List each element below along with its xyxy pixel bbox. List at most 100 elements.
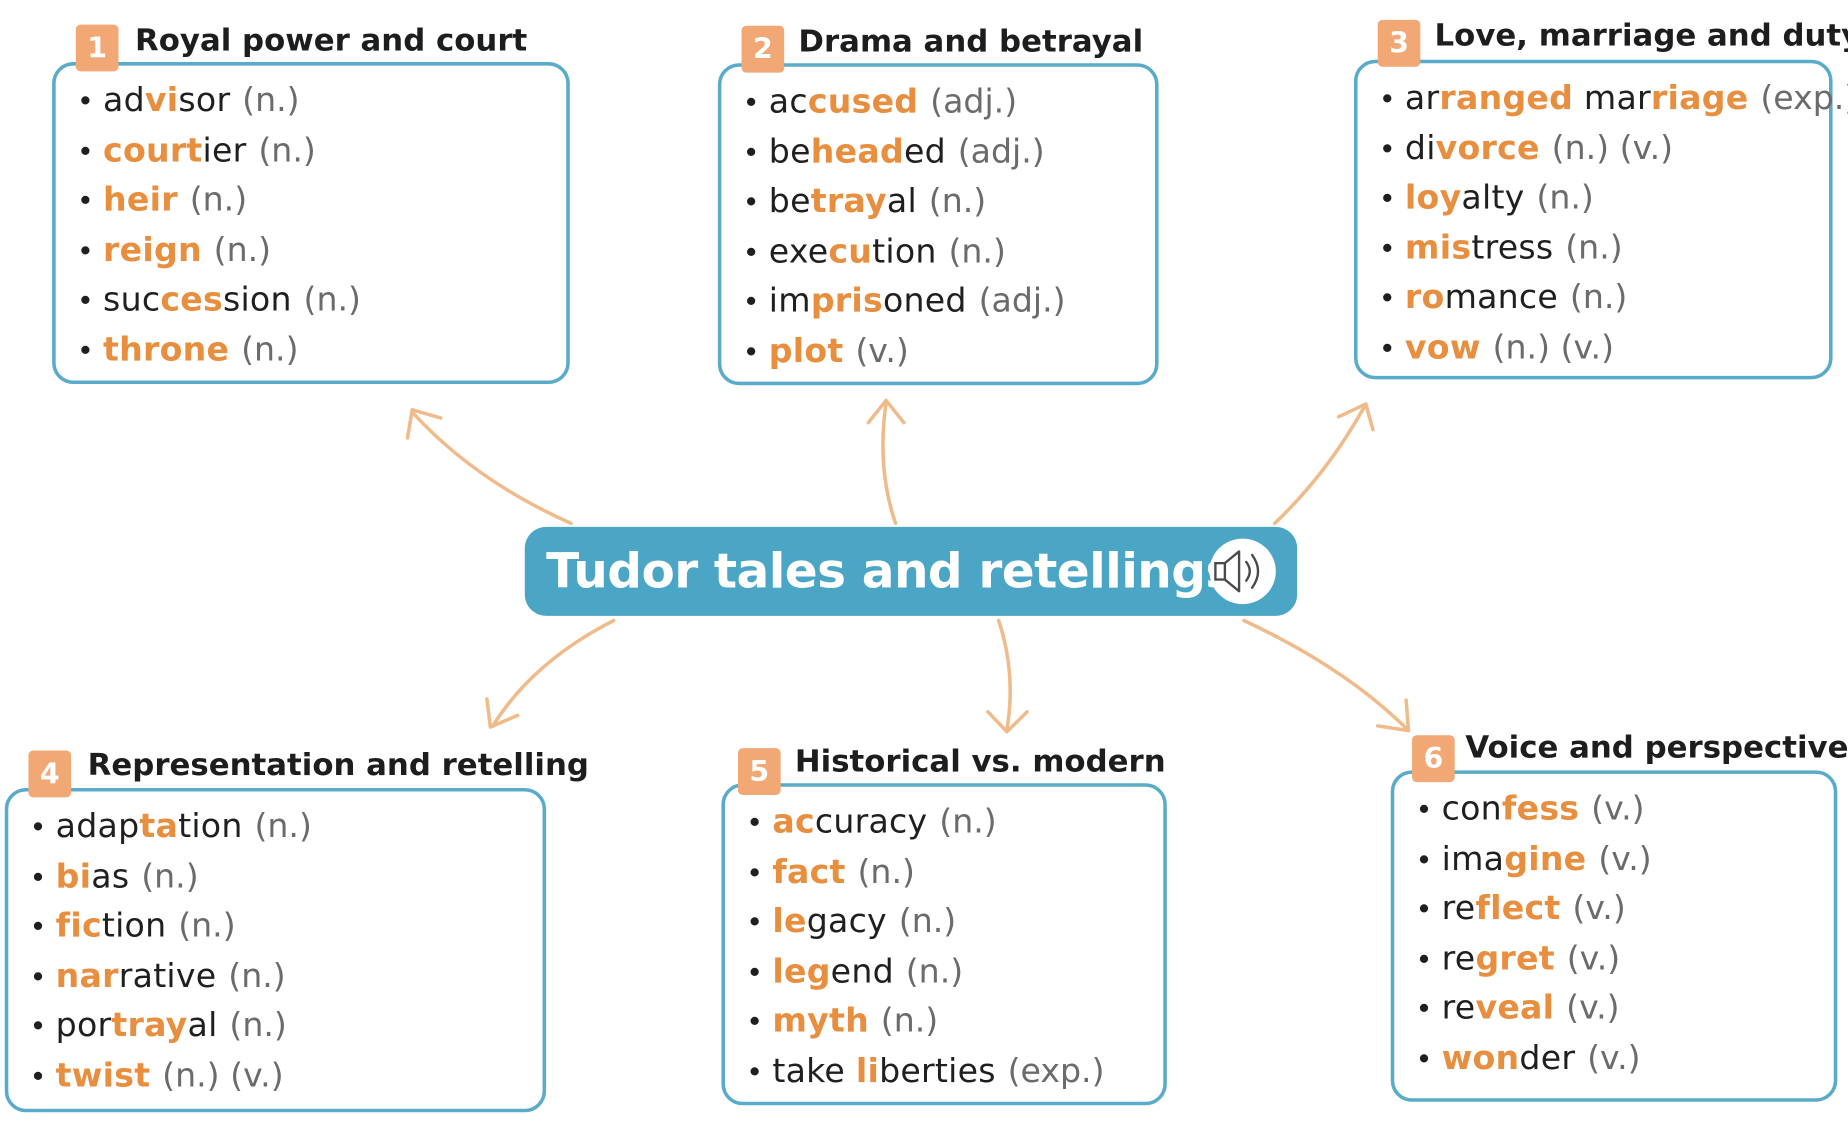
- word-part: mance: [1444, 277, 1559, 317]
- word-part: ad: [103, 80, 145, 120]
- vocab-word: fiction: [56, 903, 167, 950]
- play-audio-button[interactable]: [1209, 538, 1276, 605]
- part-of-speech: (n.): [254, 806, 312, 846]
- word-highlight: cused: [807, 81, 919, 121]
- category-header: 4 Representation and retelling: [5, 745, 589, 798]
- word-highlight: vow: [1404, 327, 1481, 367]
- arrow-to-category-3: [1272, 402, 1375, 526]
- word-part: ed: [903, 131, 946, 171]
- category-historical-vs-modern: 5 Historical vs. modern •accuracy(n.)•fa…: [721, 742, 1167, 1107]
- list-item: •twist(n.) (v.): [30, 1053, 312, 1103]
- bullet: •: [1378, 83, 1396, 116]
- list-item: •accuracy(n.): [746, 798, 1104, 848]
- list-item: •loyalty(n.): [1379, 175, 1848, 225]
- word-highlight: tray: [111, 1006, 188, 1045]
- part-of-speech: (n.): [228, 956, 286, 995]
- part-of-speech: (v.): [1587, 1038, 1641, 1078]
- word-part: exe: [768, 231, 829, 271]
- word-highlight: fic: [55, 906, 102, 946]
- list-item: •reflect(v.): [1416, 885, 1652, 935]
- bullet: •: [1415, 1043, 1433, 1076]
- vocab-word: heir: [103, 177, 178, 224]
- category-title: Royal power and court: [135, 23, 528, 59]
- part-of-speech: (exp.): [1760, 78, 1848, 118]
- word-part: im: [768, 281, 811, 321]
- bullet: •: [76, 135, 94, 169]
- word-part: be: [768, 181, 811, 221]
- word-part: tion: [178, 806, 243, 846]
- part-of-speech: (v.): [855, 331, 909, 370]
- word-highlight: li: [855, 1051, 880, 1090]
- word-part: tion: [872, 231, 937, 271]
- word-part: re: [1441, 988, 1476, 1028]
- part-of-speech: (n.): [258, 130, 316, 170]
- part-of-speech: (n.): [303, 280, 362, 319]
- vocab-word: accused: [769, 78, 918, 125]
- word-highlight: cu: [828, 231, 873, 271]
- word-part: al: [886, 181, 917, 221]
- word-highlight: plot: [768, 331, 844, 370]
- list-item: •mistress(n.): [1379, 225, 1848, 275]
- bullet: •: [742, 186, 760, 220]
- word-part: mar: [1573, 78, 1651, 118]
- part-of-speech: (n.): [948, 231, 1006, 271]
- word-highlight: ac: [772, 801, 815, 841]
- vocab-word: accuracy: [772, 798, 927, 845]
- word-list: •arranged marriage(exp.)•divorce(n.) (v.…: [1379, 75, 1848, 374]
- category-title: Drama and betrayal: [798, 24, 1144, 60]
- vocab-word: myth: [772, 998, 869, 1045]
- bullet: •: [1415, 793, 1433, 827]
- part-of-speech: (n.): [1565, 228, 1623, 267]
- word-list: •accuracy(n.)•fact(n.)•legacy(n.)•legend…: [746, 798, 1104, 1097]
- part-of-speech: (n.): [928, 181, 987, 221]
- bullet: •: [76, 185, 94, 218]
- bullet: •: [29, 911, 47, 944]
- bullet: •: [1415, 993, 1433, 1027]
- part-of-speech: (n.): [1536, 178, 1594, 217]
- word-part: oned: [882, 281, 967, 321]
- part-of-speech: (v.): [1566, 988, 1620, 1028]
- bullet: •: [746, 1056, 764, 1089]
- word-highlight: fess: [1501, 789, 1580, 828]
- word-box: •accuracy(n.)•fact(n.)•legacy(n.)•legend…: [721, 783, 1167, 1106]
- bullet: •: [29, 861, 47, 895]
- arrow-to-category-4: [485, 618, 616, 729]
- bullet: •: [742, 236, 760, 270]
- part-of-speech: (n.): [213, 230, 272, 270]
- word-list: •adaptation(n.)•bias(n.)•fiction(n.)•nar…: [30, 803, 312, 1102]
- part-of-speech: (n.): [189, 180, 248, 220]
- word-part: sion: [222, 280, 292, 319]
- vocab-word: adaptation: [56, 803, 243, 850]
- list-item: •narrative(n.): [30, 953, 312, 1003]
- part-of-speech: (n.) (v.): [162, 1056, 284, 1095]
- word-highlight: gine: [1504, 838, 1587, 878]
- vocab-word: beheaded: [769, 128, 946, 175]
- word-part: ima: [1441, 838, 1505, 878]
- word-part: as: [91, 856, 130, 896]
- vocab-word: betrayal: [769, 178, 917, 225]
- list-item: •confess(v.): [1416, 786, 1652, 836]
- word-part: tion: [101, 906, 167, 946]
- arrow-to-category-2: [866, 398, 906, 526]
- word-part: adap: [55, 806, 140, 846]
- category-drama-and-betrayal: 2 Drama and betrayal •accused(adj.)•behe…: [717, 21, 1159, 386]
- word-highlight: ranged: [1439, 78, 1574, 118]
- word-part: curacy: [814, 801, 928, 841]
- vocab-word: legacy: [772, 898, 887, 945]
- part-of-speech: (n.): [178, 906, 236, 946]
- word-part: ier: [202, 130, 247, 170]
- category-number-badge: 4: [28, 750, 72, 798]
- list-item: •reveal(v.): [1416, 985, 1652, 1035]
- list-item: •adaptation(n.): [30, 803, 312, 853]
- bullet: •: [1415, 893, 1433, 927]
- part-of-speech: (v.): [1566, 938, 1621, 978]
- list-item: •succession(n.): [77, 277, 361, 327]
- vocab-word: throne: [103, 327, 229, 374]
- list-item: •imagine(v.): [1416, 835, 1652, 885]
- word-highlight: myth: [772, 1001, 869, 1041]
- part-of-speech: (exp.): [1007, 1051, 1105, 1090]
- part-of-speech: (n.): [939, 801, 997, 841]
- bullet: •: [746, 906, 764, 940]
- bullet: •: [742, 335, 760, 369]
